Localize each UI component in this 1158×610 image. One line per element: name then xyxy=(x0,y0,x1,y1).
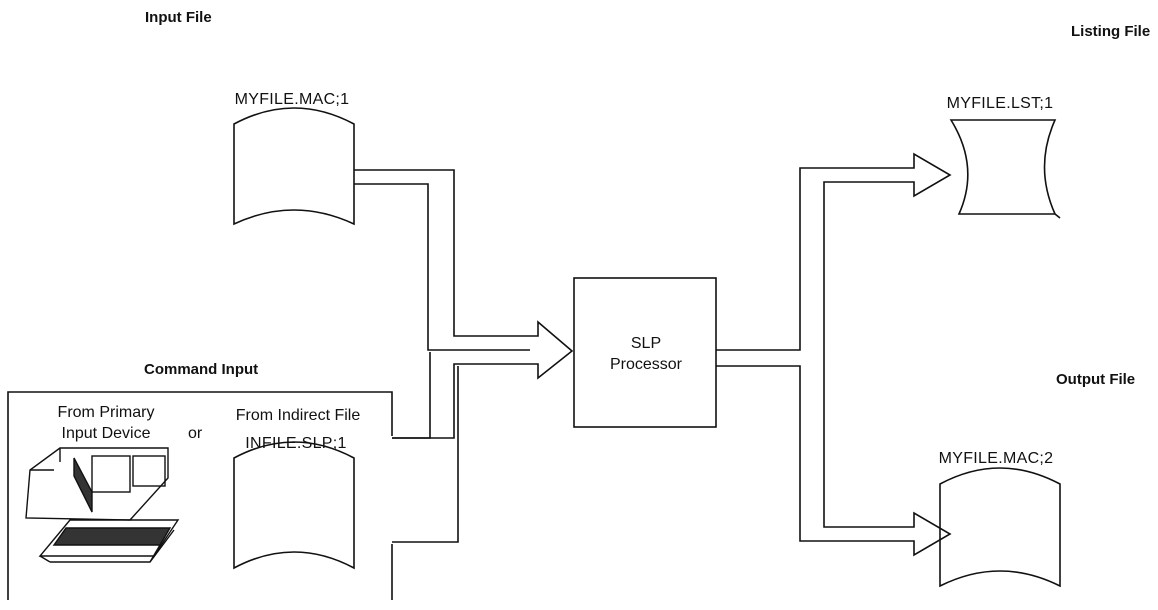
primary-device-line1: From Primary xyxy=(57,404,155,421)
processor-label-line1: SLP xyxy=(630,335,662,352)
output-disk-icon xyxy=(939,467,1061,588)
primary-device-line2: Input Device xyxy=(61,425,151,442)
output-file-name: MYFILE.MAC;2 xyxy=(938,450,1054,467)
command-input-heading: Command Input xyxy=(144,361,259,378)
indirect-disk-icon xyxy=(233,441,355,570)
indirect-file-label: From Indirect File xyxy=(235,407,361,424)
input-disk-icon xyxy=(233,107,355,226)
indirect-file-name: INFILE.SLP;1 xyxy=(245,435,347,452)
listing-file-heading: Listing File xyxy=(1071,23,1151,40)
command-input-arrow xyxy=(392,352,459,543)
input-file-name: MYFILE.MAC;1 xyxy=(234,91,350,108)
output-file-heading: Output File xyxy=(1056,371,1136,388)
processor-output-arrows xyxy=(716,152,952,557)
listing-file-name: MYFILE.LST;1 xyxy=(946,95,1054,112)
input-file-arrow xyxy=(354,169,574,439)
or-label: or xyxy=(188,425,203,442)
listing-file-curl xyxy=(1054,213,1061,219)
terminal-icon xyxy=(25,447,180,563)
input-file-heading: Input File xyxy=(145,9,212,26)
slp-processor-box xyxy=(573,277,717,428)
processor-label-line2: Processor xyxy=(609,356,683,373)
listing-file-icon xyxy=(949,119,1057,215)
command-input-box xyxy=(7,391,393,600)
